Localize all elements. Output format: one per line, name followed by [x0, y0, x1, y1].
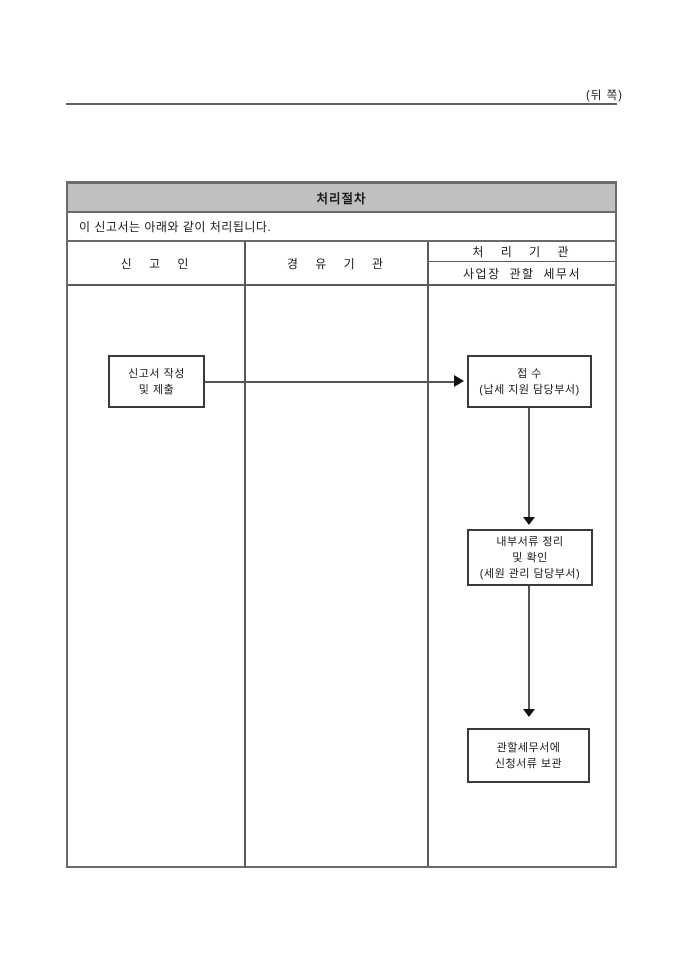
- table-title: 처리절차: [316, 192, 367, 206]
- flow-step-line: 신고서 작성: [128, 367, 185, 380]
- header-rule: [66, 103, 617, 105]
- flowchart-lanes: [68, 286, 615, 866]
- column-header-processing-agency: 처 리 기 관 사업장 관할 세무서: [429, 242, 615, 284]
- flow-step-line: 접 수: [517, 367, 542, 380]
- column-header-declarant-label: 신 고 인: [120, 256, 192, 271]
- flow-step-reception: 접 수 (납세 지원 담당부서): [467, 355, 592, 408]
- arrowhead-down-icon: [523, 709, 535, 717]
- flow-step-line: 신청서류 보관: [494, 757, 563, 770]
- processing-agency-label: 처 리 기 관: [472, 245, 572, 259]
- processing-agency-sub-label: 사업장 관할 세무서: [463, 266, 581, 281]
- via-agency-lane: [246, 286, 429, 866]
- flow-step-internal-review: 내부서류 정리 및 확인 (세원 관리 담당부서): [467, 529, 593, 586]
- connector-review-to-storage: [528, 586, 530, 709]
- flow-step-line: 내부서류 정리: [496, 535, 564, 548]
- column-header-via-agency: 경 유 기 관: [246, 242, 429, 284]
- processing-agency-header: 처 리 기 관: [429, 242, 615, 262]
- flow-step-document-storage: 관할세무서에 신청서류 보관: [467, 728, 590, 783]
- column-header-row: 신 고 인 경 유 기 관 처 리 기 관 사업장 관할 세무서: [68, 242, 615, 286]
- table-title-row: 처리절차: [68, 184, 615, 213]
- flow-step-line: (납세 지원 담당부서): [479, 383, 580, 396]
- arrowhead-right-icon: [454, 375, 464, 387]
- page-side-label: (뒤 쪽): [586, 90, 624, 102]
- processing-agency-subheader: 사업장 관할 세무서: [429, 262, 615, 284]
- flow-step-line: (세원 관리 담당부서): [479, 567, 581, 580]
- table-description-row: 이 신고서는 아래와 같이 처리됩니다.: [68, 213, 615, 242]
- connector-submit-to-reception: [204, 381, 455, 383]
- flow-step-prepare-and-submit: 신고서 작성 및 제출: [108, 355, 205, 408]
- column-header-declarant: 신 고 인: [68, 242, 246, 284]
- table-description: 이 신고서는 아래와 같이 처리됩니다.: [79, 220, 272, 234]
- arrowhead-down-icon: [523, 517, 535, 525]
- flow-step-line: 관할세무서에: [496, 741, 561, 754]
- declarant-lane: [68, 286, 246, 866]
- connector-reception-to-review: [528, 408, 530, 517]
- column-header-via-agency-label: 경 유 기 관: [286, 256, 387, 271]
- flow-step-line: 및 제출: [138, 383, 175, 396]
- flow-step-line: 및 확인: [512, 551, 548, 564]
